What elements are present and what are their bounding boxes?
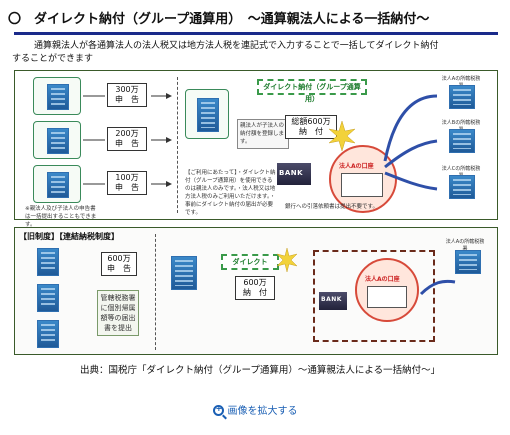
source-caption: 出典：国税庁「ダイレクト納付（グループ通算用）～通算親法人による一括納付～」: [80, 365, 441, 376]
diagram-panel-old-system: 【旧制度】【連結納税制度】 600万申 告 管轄税務署に個別帰属額等の届出書を提…: [14, 227, 498, 355]
bank-icon: [277, 163, 311, 185]
total-amount: 総額600万納 付: [285, 115, 337, 139]
divider: [155, 234, 156, 350]
building-icon: [47, 128, 69, 154]
account-note: 銀行への引落依頼書は提出不要です。: [285, 204, 378, 210]
company-card-b: [33, 121, 81, 159]
building-icon: [197, 98, 219, 132]
account-label: 法人Aの口座: [339, 163, 374, 170]
tax-office-icon: [449, 129, 475, 153]
usage-note: 【ご利用にあたって】・ダイレクト納付（グループ通算用）を使用できるのは親法人のみ…: [185, 170, 276, 216]
amount-100: 100万申 告: [107, 171, 147, 195]
account-label: 法人Aの口座: [365, 276, 400, 283]
intro-line-1: 通算親法人が各通算法人の法人税又は地方法人税を連記式で入力することで一括してダイ…: [34, 41, 439, 51]
building-icon: [37, 320, 59, 348]
direct-payment-label: ダイレクト納付（グループ通算用）: [257, 79, 367, 103]
intro-text: 通算親法人が各通算法人の法人税又は地方法人税を連記式で入力することで一括してダイ…: [12, 40, 500, 66]
amount-300: 300万申 告: [107, 83, 147, 107]
burst-icon: [276, 248, 298, 272]
payment-arrows: [383, 94, 438, 191]
intro-line-2: することができます: [12, 54, 94, 64]
register-note: 親法人が子法人の納付額を登録します。: [237, 119, 289, 149]
company-card-a: [33, 77, 81, 115]
pay-600: 600万納 付: [235, 276, 275, 300]
left-note: ※親法人及び子法人の申告書は一括提出することもできます。: [25, 206, 97, 228]
direct-label: ダイレクト: [221, 254, 279, 270]
bank-group-frame: [313, 250, 435, 342]
tax-office-icon: [455, 250, 481, 274]
building-icon: [47, 172, 69, 198]
diagram-panel-group-direct-payment: ※親法人及び子法人の申告書は一括提出することもできます。 300万申 告 200…: [14, 70, 498, 228]
building-icon: [171, 256, 197, 290]
enlarge-image-link[interactable]: 画像を拡大する: [0, 402, 510, 417]
tax-office-icon: [449, 85, 475, 109]
zoom-in-icon: [212, 404, 224, 416]
bank-icon: [319, 292, 347, 310]
company-card-c: [33, 165, 81, 203]
title-underline: [14, 32, 498, 35]
passbook-icon: [367, 286, 407, 308]
enlarge-label: 画像を拡大する: [227, 406, 298, 417]
amount-200: 200万申 告: [107, 127, 147, 151]
divider: [177, 77, 178, 213]
building-icon: [37, 284, 59, 312]
passbook-icon: [341, 173, 383, 197]
building-icon: [37, 248, 59, 276]
office-note: 管轄税務署に個別帰属額等の届出書を提出: [97, 290, 139, 336]
payment-arrow: [419, 279, 456, 296]
burst-icon: [328, 121, 356, 151]
amount-600: 600万申 告: [101, 252, 137, 276]
building-icon: [47, 84, 69, 110]
submit-arrows: [83, 93, 172, 187]
old-system-badge: 【旧制度】【連結納税制度】: [19, 232, 119, 241]
tax-office-label: 法人Aの所轄税務署: [445, 239, 485, 252]
parent-company-card: [185, 89, 229, 139]
page-title: 〇 ダイレクト納付（グループ通算用） ～通算親法人による一括納付～: [8, 12, 430, 27]
tax-office-icon: [449, 175, 475, 199]
